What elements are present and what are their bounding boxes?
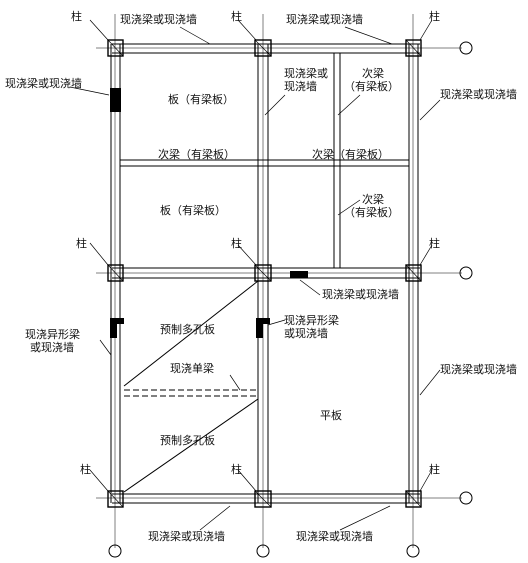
column-label: 柱 xyxy=(429,463,440,476)
column-br xyxy=(405,490,422,508)
beam-right xyxy=(408,44,419,503)
secondary-beam-horizontal xyxy=(120,159,409,167)
axis-bubble-bottom-right xyxy=(406,544,420,558)
beam-label: 现浇梁或现浇墙 xyxy=(322,288,399,301)
special-beam-left xyxy=(110,318,124,338)
beam-middle xyxy=(112,267,420,279)
beam-label: 现浇梁或 xyxy=(284,67,328,80)
special-beam-label: 现浇异形梁 xyxy=(25,328,80,341)
beam-label: 现浇梁或现浇墙 xyxy=(440,363,517,376)
precast-slab-label: 预制多孔板 xyxy=(160,434,215,447)
slab-label: 板（有梁板） xyxy=(160,204,226,217)
column-label: 柱 xyxy=(231,463,242,476)
beam-top xyxy=(112,43,420,54)
beam-label: 现浇墙 xyxy=(284,80,317,93)
axis-bubble-bottom-mid xyxy=(256,544,270,558)
column-label: 柱 xyxy=(76,237,87,250)
precast-slab-label: 预制多孔板 xyxy=(160,323,215,336)
beam-label: 现浇梁或现浇墙 xyxy=(296,530,373,543)
secondary-beam-label: （有梁板） xyxy=(344,80,399,93)
axis-bubble-right-top xyxy=(459,41,473,55)
column-label: 柱 xyxy=(429,237,440,250)
cast-wall-left xyxy=(110,88,121,112)
secondary-beam-label: （有梁板） xyxy=(344,206,399,219)
beam-label: 现浇梁或现浇墙 xyxy=(440,88,517,101)
axis-bubble-bottom-left xyxy=(108,544,122,558)
axis-bubble-right-bottom xyxy=(459,491,473,505)
column-label: 柱 xyxy=(71,10,82,23)
slab-label: 板（有梁板） xyxy=(168,93,234,106)
single-beam-label: 现浇单梁 xyxy=(170,362,214,375)
axis-bubble-right-mid xyxy=(459,266,473,280)
special-beam-mid xyxy=(256,318,270,338)
flat-slab-label: 平板 xyxy=(320,409,342,422)
column-label: 柱 xyxy=(231,237,242,250)
secondary-beam-label: 次梁 xyxy=(362,67,384,80)
beam-bottom xyxy=(112,493,420,504)
cast-wall-mid xyxy=(290,271,308,278)
column-label: 柱 xyxy=(80,463,91,476)
column-label: 柱 xyxy=(429,10,440,23)
beam-left xyxy=(110,44,121,503)
precast-diagonal-lower xyxy=(123,398,259,493)
precast-diagonal-upper xyxy=(123,280,259,387)
column-bl xyxy=(107,490,124,508)
beam-label: 现浇梁或现浇墙 xyxy=(120,13,197,26)
secondary-beam-label: 次梁（有梁板） xyxy=(312,148,389,161)
beam-label: 现浇梁或现浇墙 xyxy=(5,77,82,90)
beam-label: 现浇梁或现浇墙 xyxy=(148,530,225,543)
beam-middle-vertical xyxy=(257,44,269,503)
beam-label: 现浇梁或现浇墙 xyxy=(286,13,363,26)
single-beam-dashed xyxy=(124,389,258,397)
secondary-beam-label: 次梁（有梁板） xyxy=(158,148,235,161)
special-beam-label: 或现浇墙 xyxy=(284,327,328,340)
special-beam-label: 或现浇墙 xyxy=(30,341,74,354)
special-beam-label: 现浇异形梁 xyxy=(284,314,339,327)
column-label: 柱 xyxy=(231,10,242,23)
secondary-beam-vertical xyxy=(333,53,341,268)
secondary-beam-label: 次梁 xyxy=(362,193,384,206)
